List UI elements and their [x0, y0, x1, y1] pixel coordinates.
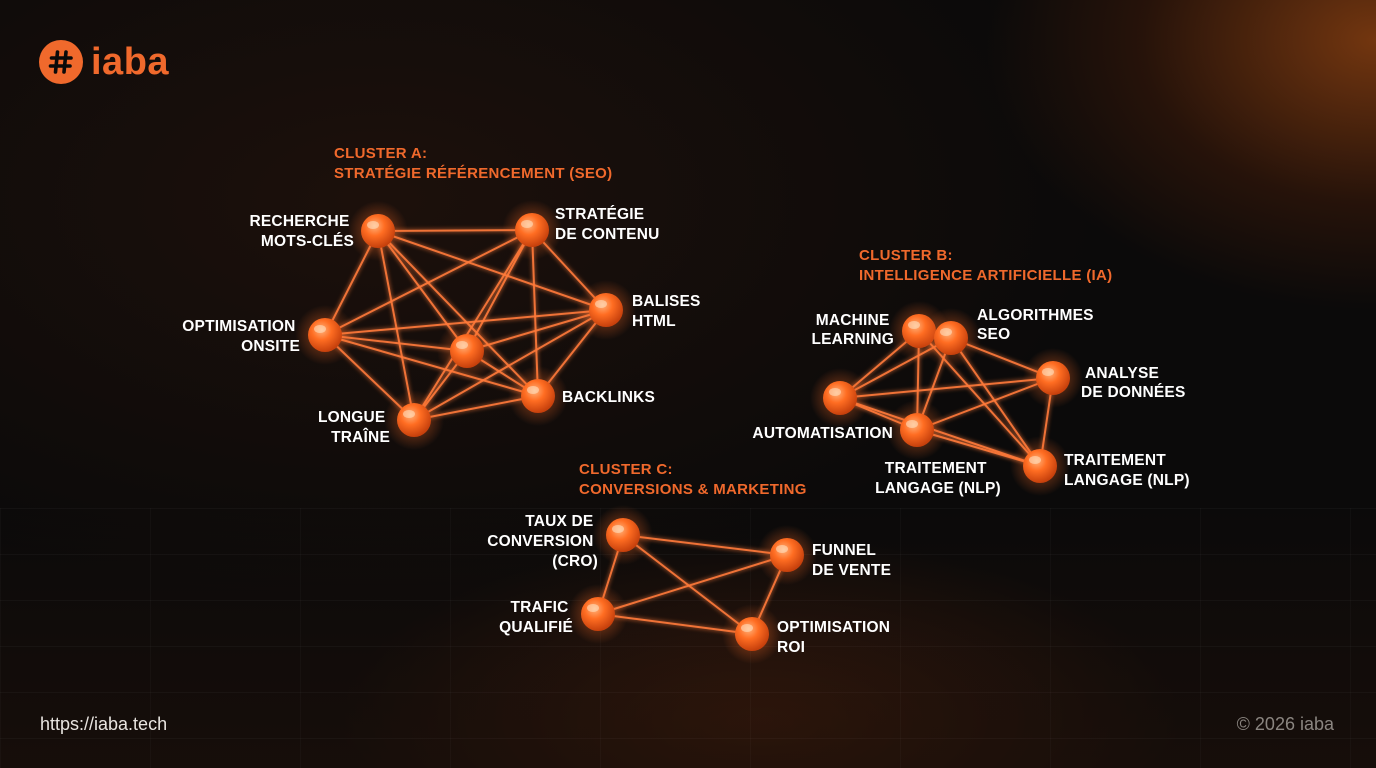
cluster-c: CLUSTER C: CONVERSIONS & MARKETING TAUX …	[487, 461, 895, 664]
node-highlight	[940, 328, 952, 336]
node-taux-de-conversion[interactable]	[593, 505, 653, 565]
label-machine-learning: MACHINE LEARNING	[811, 312, 894, 348]
cluster-a-title-line-1: CLUSTER A:	[334, 145, 427, 162]
cluster-c-title: CLUSTER C: CONVERSIONS & MARKETING	[579, 461, 807, 498]
node-sphere	[581, 597, 615, 631]
node-sphere	[934, 321, 968, 355]
label-algorithmes-seo: ALGORITHMES SEO	[977, 307, 1098, 343]
node-optimisation-onsite[interactable]	[295, 305, 355, 365]
node-highlight	[587, 604, 599, 612]
node-highlight	[1029, 456, 1041, 464]
footer-url[interactable]: https://iaba.tech	[40, 714, 168, 734]
footer-copyright: © 2026 iaba	[1236, 714, 1334, 734]
node-strategie-de-contenu[interactable]	[502, 200, 562, 260]
label-traitement-langage-left: TRAITEMENT LANGAGE (NLP)	[875, 460, 1001, 497]
brand-name: iaba	[91, 41, 170, 83]
node-traitement-langage-right[interactable]	[1010, 436, 1070, 496]
node-highlight	[906, 420, 918, 428]
node-highlight	[456, 341, 468, 349]
node-sphere	[735, 617, 769, 651]
node-highlight	[527, 386, 539, 394]
node-sphere	[770, 538, 804, 572]
node-trafic-qualifie[interactable]	[568, 584, 628, 644]
hash-glyph	[48, 50, 73, 74]
node-sphere	[521, 379, 555, 413]
label-recherche-mots-cles: RECHERCHE MOTS-CLÉS	[250, 213, 355, 250]
node-sphere	[589, 293, 623, 327]
cluster-c-nodes	[568, 505, 817, 664]
node-automatisation[interactable]	[887, 400, 947, 460]
label-analyse-de-donnees: ANALYSE DE DONNÉES	[1081, 365, 1186, 401]
cluster-a-title-line-2: STRATÉGIE RÉFÉRENCEMENT (SEO)	[334, 165, 612, 182]
brand-logo[interactable]: iaba	[39, 40, 169, 84]
node-highlight	[1042, 368, 1054, 376]
node-analyse-de-donnees[interactable]	[1023, 348, 1083, 408]
label-trafic-qualifie: TRAFIC QUALIFIÉ	[499, 599, 573, 636]
node-sphere	[361, 214, 395, 248]
node-highlight	[776, 545, 788, 553]
label-longue-traine: LONGUE TRAÎNE	[318, 409, 390, 446]
cluster-b: CLUSTER B: INTELLIGENCE ARTIFICIELLE (IA…	[752, 247, 1189, 497]
edge-b3-b4	[839, 377, 1054, 399]
cluster-a-nodes	[295, 200, 636, 450]
node-backlinks[interactable]	[508, 366, 568, 426]
label-taux-de-conversion: TAUX DE CONVERSION (CRO)	[487, 513, 598, 570]
edge-a1-a6	[377, 230, 539, 397]
edge-a2-a4	[324, 229, 533, 336]
node-balises-html[interactable]	[576, 280, 636, 340]
node-highlight	[521, 220, 533, 228]
node-sphere	[450, 334, 484, 368]
edge-a4-a6	[324, 334, 539, 397]
node-highlight	[367, 221, 379, 229]
node-sphere	[900, 413, 934, 447]
cluster-c-title-line-2: CONVERSIONS & MARKETING	[579, 481, 807, 498]
label-optimisation-roi: OPTIMISATION ROI	[777, 619, 895, 656]
node-sphere	[1023, 449, 1057, 483]
edge-a1-a7	[377, 230, 415, 421]
node-sphere	[397, 403, 431, 437]
cluster-a: CLUSTER A: STRATÉGIE RÉFÉRENCEMENT (SEO)…	[182, 145, 705, 450]
cluster-a-title: CLUSTER A: STRATÉGIE RÉFÉRENCEMENT (SEO)	[334, 145, 612, 182]
label-balises-html: BALISES HTML	[632, 293, 705, 330]
cluster-b-nodes	[810, 301, 1083, 496]
cluster-b-title-line-2: INTELLIGENCE ARTIFICIELLE (IA)	[859, 267, 1112, 284]
edge-a3-a7	[413, 309, 607, 421]
node-longue-traine[interactable]	[384, 390, 444, 450]
label-funnel-de-vente: FUNNEL DE VENTE	[812, 542, 891, 579]
label-automatisation: AUTOMATISATION	[752, 425, 893, 442]
hash-icon	[39, 40, 83, 84]
cluster-c-title-line-1: CLUSTER C:	[579, 461, 673, 478]
node-highlight	[403, 410, 415, 418]
node-highlight	[829, 388, 841, 396]
node-highlight	[908, 321, 920, 329]
background-floor-tiles	[0, 508, 1376, 768]
cluster-b-title: CLUSTER B: INTELLIGENCE ARTIFICIELLE (IA…	[859, 247, 1112, 284]
node-funnel-de-vente[interactable]	[757, 525, 817, 585]
cluster-b-title-line-1: CLUSTER B:	[859, 247, 953, 264]
node-highlight	[314, 325, 326, 333]
label-optimisation-onsite: OPTIMISATION ONSITE	[182, 318, 300, 355]
node-highlight	[612, 525, 624, 533]
node-recherche-mots-cles[interactable]	[348, 201, 408, 261]
label-traitement-langage-right: TRAITEMENT LANGAGE (NLP)	[1064, 452, 1190, 489]
node-cluster-b-left[interactable]	[810, 368, 870, 428]
node-sphere	[1036, 361, 1070, 395]
node-sphere	[606, 518, 640, 552]
label-strategie-de-contenu: STRATÉGIE DE CONTENU	[555, 206, 659, 243]
node-sphere	[823, 381, 857, 415]
node-algorithmes-seo[interactable]	[921, 308, 981, 368]
label-backlinks: BACKLINKS	[562, 389, 655, 406]
edge-c2-c3	[597, 554, 788, 615]
node-cluster-a-center[interactable]	[437, 321, 497, 381]
node-highlight	[595, 300, 607, 308]
edge-a1-a3	[377, 230, 607, 311]
node-sphere	[515, 213, 549, 247]
node-optimisation-roi[interactable]	[722, 604, 782, 664]
node-sphere	[308, 318, 342, 352]
node-highlight	[741, 624, 753, 632]
